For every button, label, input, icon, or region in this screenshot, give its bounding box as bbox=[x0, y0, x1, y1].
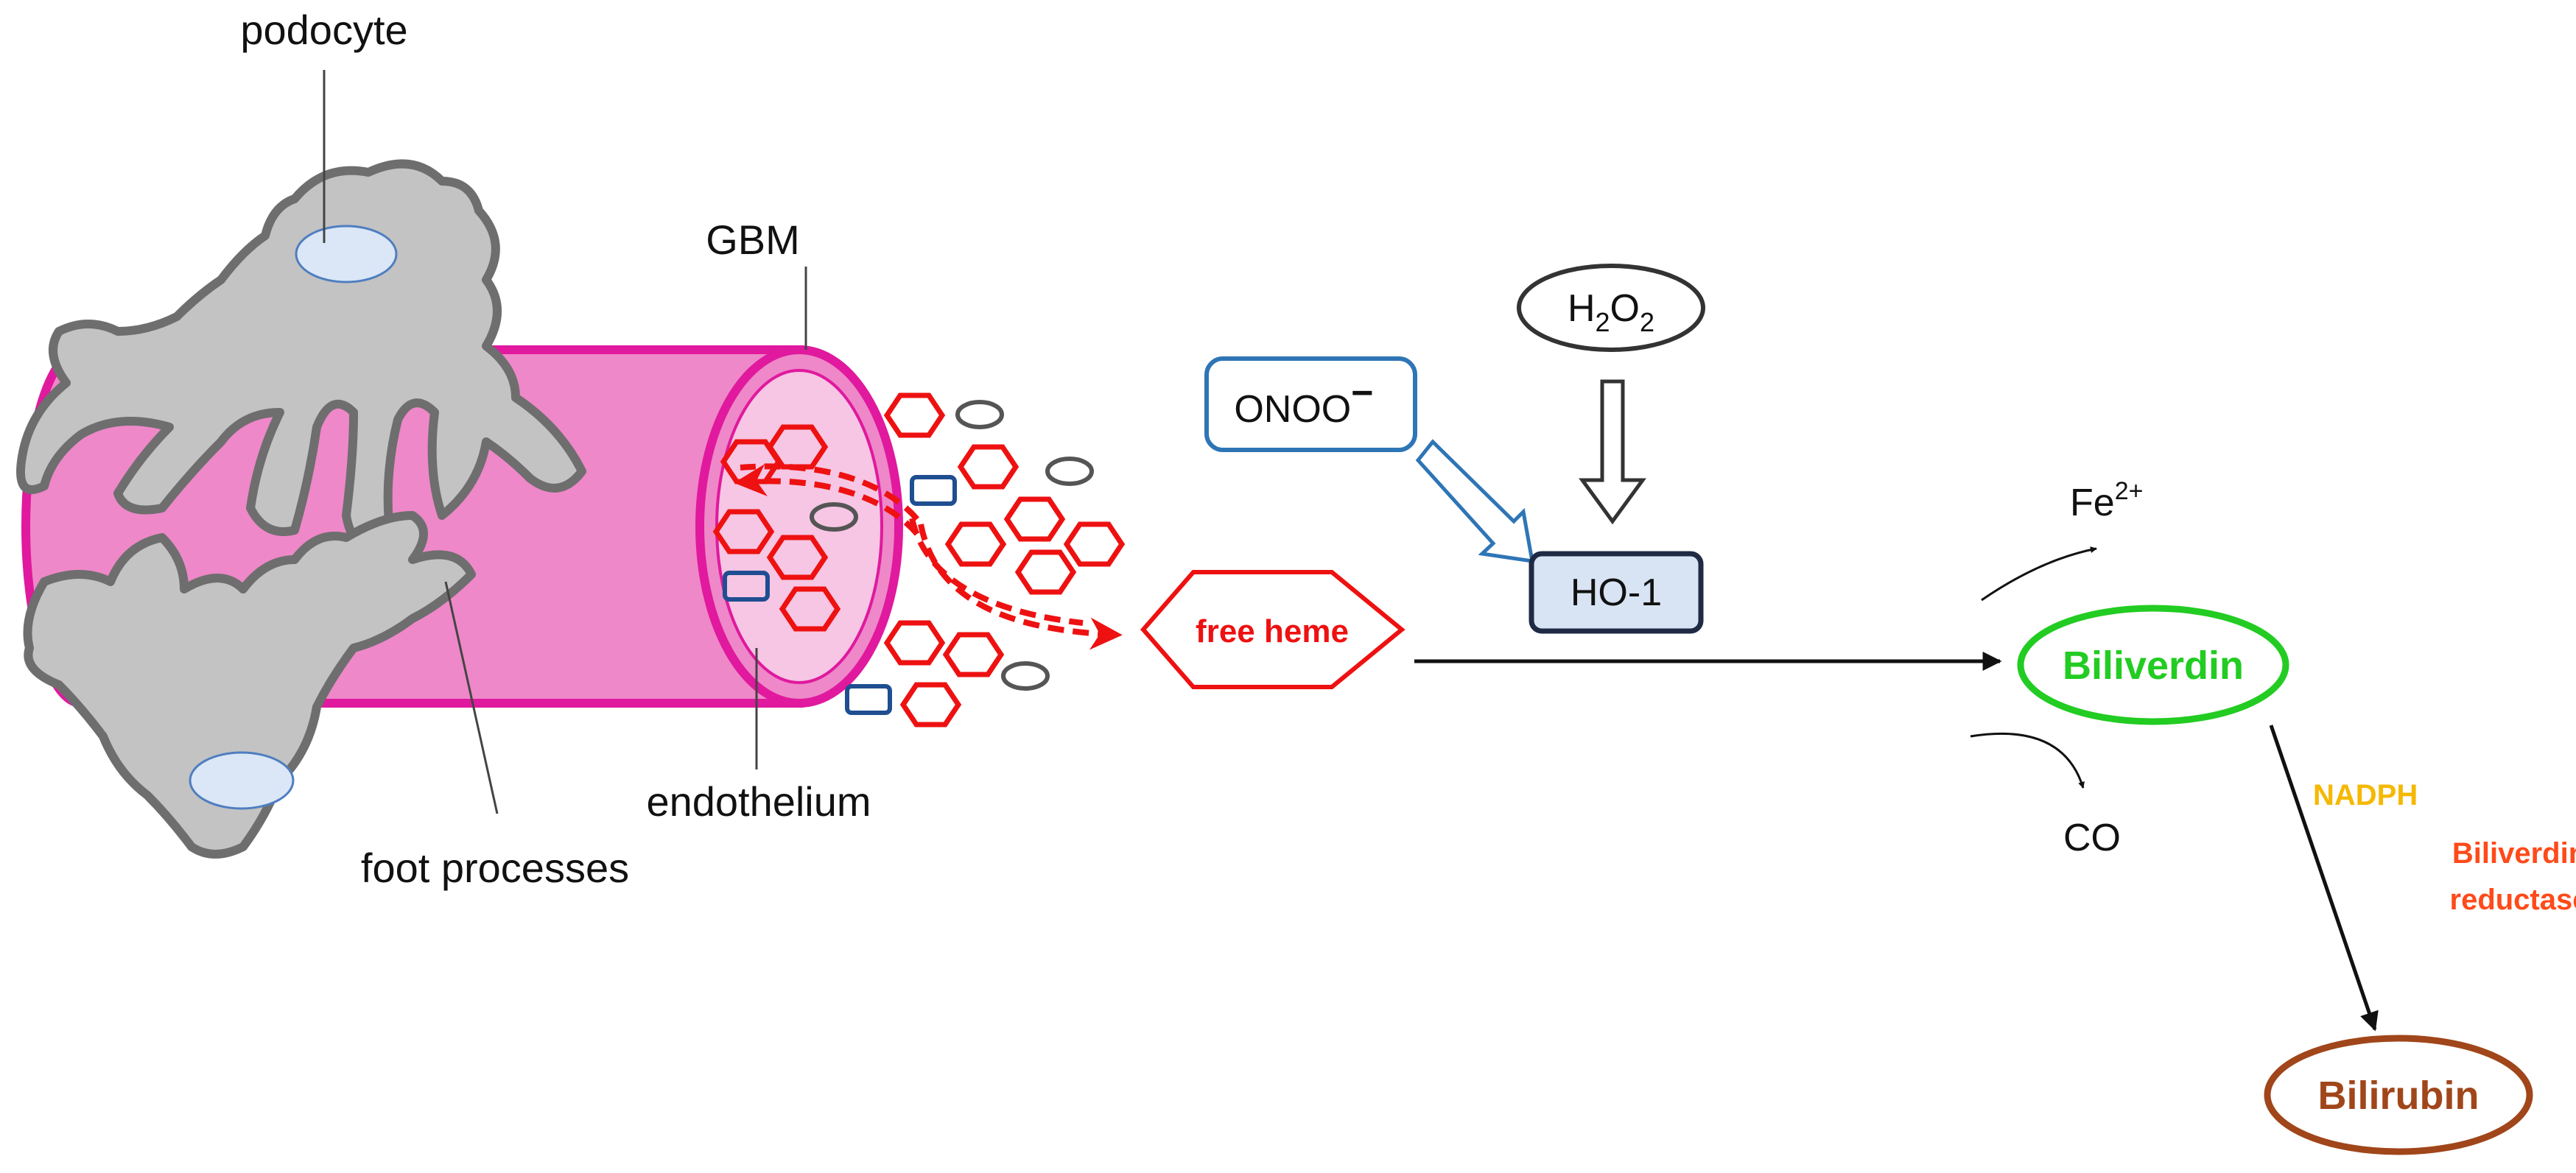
heme-molecule bbox=[883, 620, 946, 666]
protein-box bbox=[845, 684, 892, 715]
reductase-label-line2: reductase bbox=[2450, 884, 2576, 916]
onoo-label: ONOO− bbox=[1234, 372, 1373, 431]
heme-molecule bbox=[1014, 549, 1077, 595]
co-label: CO bbox=[2063, 817, 2121, 859]
release-arrow-into-lumen-2 bbox=[734, 464, 920, 536]
h2o2-node bbox=[1517, 264, 1705, 352]
nucleus-bottom bbox=[189, 751, 295, 810]
podocyte-lower-body bbox=[23, 511, 476, 859]
heme-molecule bbox=[883, 392, 946, 438]
protein-box bbox=[723, 571, 770, 602]
fe-release-arrow bbox=[1981, 546, 2097, 602]
gbm-label: GBM bbox=[706, 216, 800, 263]
podocyte-label: podocyte bbox=[240, 7, 407, 53]
vessel-lumen-endothelium bbox=[715, 369, 883, 684]
heme-molecule bbox=[766, 535, 829, 580]
heme-molecule bbox=[1003, 496, 1066, 542]
onoo-to-ho1-arrow bbox=[1415, 439, 1535, 563]
endothelium-label: endothelium bbox=[646, 778, 871, 825]
h2o2-label: H2O2 bbox=[1568, 287, 1654, 337]
protein-box bbox=[910, 475, 957, 506]
gas-molecule bbox=[1045, 457, 1094, 486]
gas-molecule bbox=[955, 400, 1004, 429]
free-heme-label: free heme bbox=[1196, 613, 1349, 649]
biliverdin-node bbox=[2017, 605, 2289, 725]
heme-molecule bbox=[957, 444, 1019, 490]
gas-molecule bbox=[810, 502, 858, 532]
heme-molecule bbox=[944, 521, 1007, 567]
released-molecules bbox=[845, 392, 1126, 728]
foot-processes-label: foot processes bbox=[361, 845, 629, 891]
biliverdin-to-bilirubin-arrow bbox=[2269, 725, 2379, 1032]
release-arrow-to-free-heme bbox=[909, 518, 1084, 626]
heme-molecule bbox=[1063, 521, 1126, 567]
foot-processes-leader-line bbox=[444, 581, 499, 814]
ho1-box bbox=[1529, 551, 1704, 634]
nucleus-top bbox=[295, 225, 398, 283]
nadph-label: NADPH bbox=[2313, 779, 2418, 811]
heme-release-arrows bbox=[734, 463, 1123, 650]
gas-molecule bbox=[1001, 661, 1050, 691]
heme-molecule bbox=[899, 682, 962, 728]
ho1-label: HO-1 bbox=[1570, 571, 1662, 614]
reductase-label-line1: Biliverdin bbox=[2452, 837, 2576, 870]
release-arrow-to-free-heme-2 bbox=[918, 524, 1123, 650]
heme-molecule bbox=[942, 632, 1005, 677]
podocyte-body bbox=[16, 159, 586, 549]
free-heme-node bbox=[1140, 570, 1405, 689]
podocyte-cell bbox=[16, 159, 586, 859]
bilirubin-node bbox=[2264, 1035, 2533, 1155]
fe-label: Fe2+ bbox=[2070, 477, 2143, 524]
heme-molecule bbox=[779, 586, 841, 632]
onoo-box bbox=[1204, 356, 1417, 452]
bilirubin-label: Bilirubin bbox=[2318, 1074, 2480, 1118]
heme-molecule bbox=[712, 509, 775, 554]
co-release-arrow bbox=[1970, 732, 2085, 789]
biliverdin-label: Biliverdin bbox=[2063, 644, 2244, 688]
h2o2-to-ho1-arrow bbox=[1579, 379, 1646, 525]
